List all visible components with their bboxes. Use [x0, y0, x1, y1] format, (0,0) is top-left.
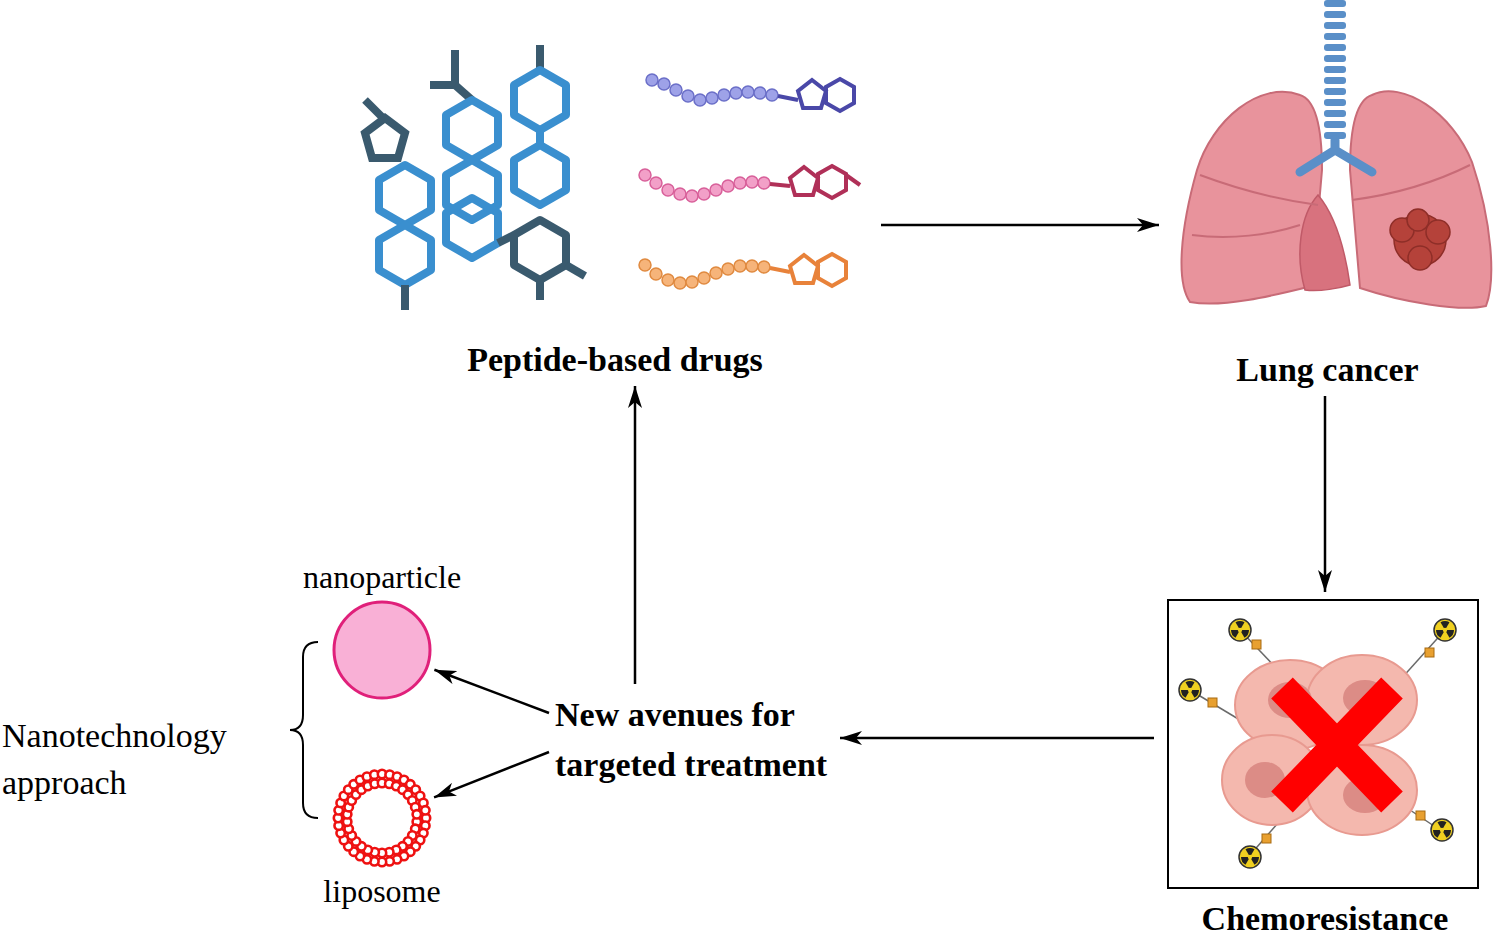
text-node: New avenues for targeted treatment	[555, 690, 834, 790]
ring-end	[770, 254, 846, 286]
lipid-bead	[413, 810, 421, 818]
chemoresistance-image	[1168, 600, 1478, 888]
molecule-drawing	[365, 45, 585, 310]
nanoparticle-circle-outline	[332, 600, 432, 700]
node-text: Chemoresistance	[1202, 900, 1449, 938]
bracket	[290, 642, 318, 818]
ring-end	[770, 166, 860, 198]
ring-end	[778, 79, 854, 111]
peptide-chain	[646, 74, 778, 106]
image-box: Chemoresistance	[1160, 598, 1490, 938]
node-text: liposome	[323, 872, 440, 910]
arrow-connector	[434, 752, 549, 797]
arrow-connector	[840, 737, 1154, 740]
arrow-connector	[881, 224, 1159, 227]
illustrated-node: Peptide-based drugs	[355, 40, 875, 380]
illustrated-node: Lung cancer	[1165, 5, 1490, 390]
arrow-connector	[634, 386, 637, 684]
node-text: nanoparticle	[303, 558, 461, 596]
arrow-connector	[434, 670, 549, 713]
group-label: Nanotechnology approach	[2, 712, 290, 806]
node-text: New avenues for targeted treatment	[555, 690, 834, 790]
liposome-circle: liposome	[332, 768, 432, 868]
node-text: Peptide-based drugs	[467, 340, 763, 380]
lung-drawing	[1182, 0, 1492, 308]
peptide-chain	[639, 169, 770, 202]
arrow-connector	[1324, 396, 1327, 592]
lipid-bead	[421, 806, 429, 814]
peptide-chain	[639, 259, 770, 289]
node-text: Lung cancer	[1236, 350, 1418, 390]
nanoparticle-circle: nanoparticle	[332, 600, 432, 700]
liposome-circle-outline	[332, 768, 432, 868]
circle-shape	[334, 602, 430, 698]
